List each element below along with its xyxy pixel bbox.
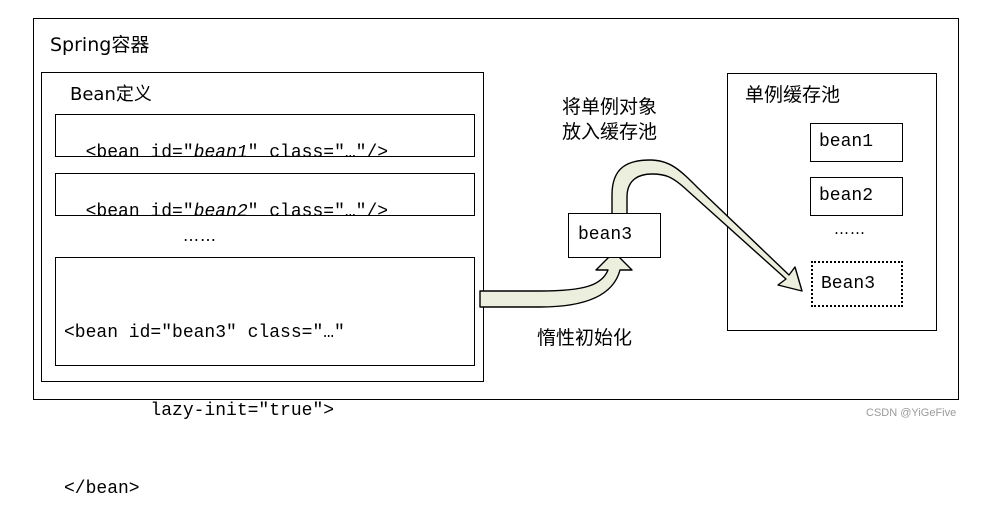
store-in-cache-label-line-2: 放入缓存池 <box>562 121 658 143</box>
bean-definition-2: <bean id="bean2" class="…"/> <box>55 173 475 222</box>
bean2-def-id: bean2 <box>193 202 248 222</box>
store-in-cache-arrow <box>611 159 803 292</box>
store-in-cache-label-line-1: 将单例对象 <box>562 96 658 118</box>
bean3-def-line-1: <bean id="bean3" class="…" <box>64 323 345 343</box>
bean3-def-line-3: </bean> <box>64 479 140 499</box>
bean-definition-1: <bean id="bean1" class="…"/> <box>55 114 475 163</box>
bean1-def-suffix: " class="…"/> <box>247 143 389 163</box>
cache-item-bean3-new: Bean3 <box>811 261 903 307</box>
cache-pool-ellipsis: …… <box>834 220 866 238</box>
bean3-instance-label: bean3 <box>578 225 633 245</box>
bean-definitions-title: Bean定义 <box>70 84 152 105</box>
bean1-def-id: bean1 <box>193 143 248 163</box>
watermark: CSDN @YiGeFive <box>866 407 957 419</box>
bean2-def-suffix: " class="…"/> <box>247 202 389 222</box>
bean3-def-line-2: lazy-init="true"> <box>64 401 335 421</box>
bean1-def-prefix: <bean id=" <box>85 143 194 163</box>
flow-arrows <box>479 159 803 308</box>
store-in-cache-label: 将单例对象 放入缓存池 <box>562 95 657 145</box>
bean3-instance: bean3 <box>568 213 661 258</box>
cache-item-bean3-label: Bean3 <box>821 274 876 294</box>
bean-definitions-ellipsis: …… <box>183 226 217 245</box>
spring-container-title: Spring容器 <box>50 34 150 56</box>
cache-item-bean1-label: bean1 <box>819 132 874 152</box>
lazy-init-label: 惰性初始化 <box>537 327 633 349</box>
lazy-init-arrow <box>479 251 633 308</box>
bean2-def-prefix: <bean id=" <box>85 202 194 222</box>
bean-definition-3: <bean id="bean3" class="…" lazy-init="tr… <box>55 257 475 499</box>
cache-item-bean2: bean2 <box>810 177 903 216</box>
cache-pool-title: 单例缓存池 <box>745 84 841 106</box>
cache-item-bean1: bean1 <box>810 123 903 162</box>
cache-item-bean2-label: bean2 <box>819 186 874 206</box>
